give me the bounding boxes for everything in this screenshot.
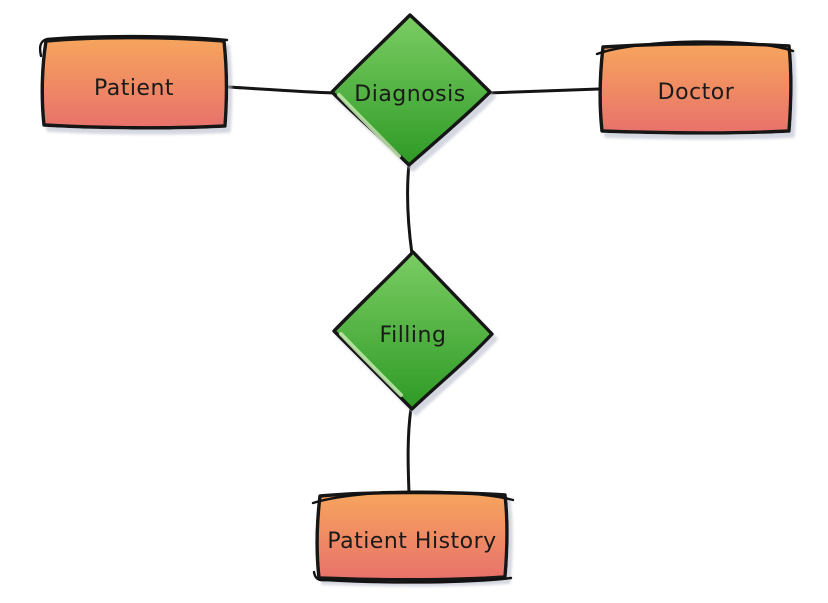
entity-patient-label: Patient (94, 76, 174, 101)
relationship-filling: Filling (332, 250, 494, 411)
entity-doctor: Doctor (595, 40, 795, 135)
relationship-diagnosis: Diagnosis (330, 13, 492, 167)
entity-patient-history-label: Patient History (327, 529, 496, 554)
entity-doctor-label: Doctor (658, 80, 735, 105)
edges (226, 85, 601, 495)
entity-patient-sketch-stroke (38, 34, 229, 58)
edge-diagnosis-filling (406, 162, 414, 256)
edge-patient-diagnosis (226, 85, 337, 95)
relationship-diagnosis-label: Diagnosis (354, 82, 465, 107)
edge-filling-patient-history (406, 406, 413, 495)
entity-patient-history: Patient History (311, 490, 515, 584)
entity-patient: Patient (38, 34, 229, 130)
relationship-diagnosis-highlight (337, 93, 401, 158)
edge-diagnosis-doctor (486, 87, 601, 95)
entity-doctor-shape (598, 42, 793, 135)
entity-patient-shape (40, 35, 229, 130)
relationship-filling-highlight (339, 332, 403, 397)
relationship-filling-label: Filling (380, 323, 447, 348)
entity-patient-history-sketch-stroke (311, 490, 515, 584)
entity-doctor-sketch-stroke (595, 40, 795, 56)
